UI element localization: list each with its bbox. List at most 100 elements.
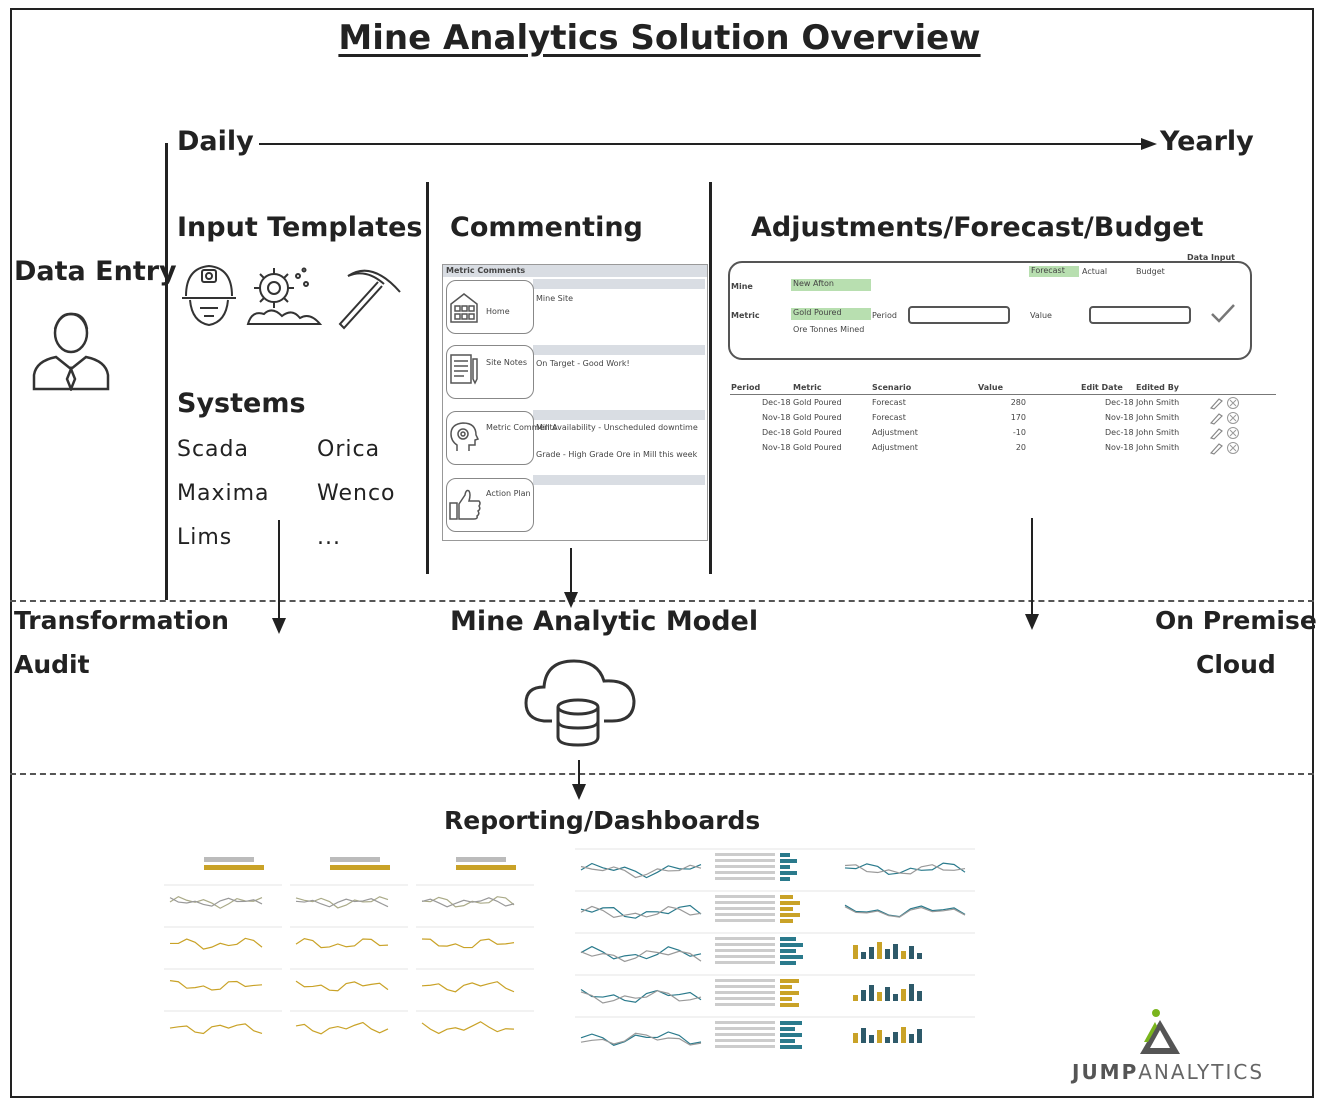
dash-bar xyxy=(780,913,800,917)
dash-bar xyxy=(885,949,890,959)
dash-table-row xyxy=(715,955,775,958)
dash-series-line xyxy=(580,945,702,960)
table-cell: 170 xyxy=(1010,413,1026,422)
dash-bar xyxy=(456,857,506,862)
value-input[interactable] xyxy=(1089,306,1191,324)
metric-value[interactable]: Ore Tonnes Mined xyxy=(793,325,865,334)
table-header-cell: Edit Date xyxy=(1081,383,1123,392)
metric-value[interactable]: Gold Poured xyxy=(791,308,871,320)
dash-series-line xyxy=(169,980,263,991)
table-cell: Forecast xyxy=(872,398,906,407)
dash-bar xyxy=(853,1033,858,1043)
dash-table-row xyxy=(715,1045,775,1048)
dash-table-row xyxy=(715,871,775,874)
comment-bar xyxy=(533,410,705,420)
dash-table-row xyxy=(715,853,775,856)
comment-card-label: Action Plan xyxy=(486,489,531,498)
dash-bar xyxy=(780,877,790,881)
dash-bar xyxy=(909,1034,914,1043)
dash-bar xyxy=(861,990,866,1001)
dash-bar xyxy=(780,985,792,989)
dash-bar xyxy=(917,1029,922,1043)
table-header-rule xyxy=(730,394,1276,395)
table-header-cell: Value xyxy=(978,383,1004,392)
dash-table-row xyxy=(715,1033,775,1036)
tab-budget[interactable]: Budget xyxy=(1136,267,1165,276)
dash-table-row xyxy=(715,859,775,862)
comment-text: On Target - Good Work! xyxy=(536,359,630,368)
input-templates-label: Input Templates xyxy=(177,212,423,243)
row-actions xyxy=(1209,442,1239,455)
comment-text: Grade - High Grade Ore in Mill this week xyxy=(536,450,698,459)
dash-series-line xyxy=(580,1032,702,1046)
dash-table-row xyxy=(715,865,775,868)
dash-bar xyxy=(780,943,803,947)
dash-series-line xyxy=(421,897,515,908)
comment-panel: Metric Comments Home Mine Site Site Note… xyxy=(442,264,708,541)
edit-pencil-icon xyxy=(1209,428,1223,440)
dash-bar xyxy=(780,871,797,875)
timeline-arrow xyxy=(259,138,1157,150)
dash-series-line xyxy=(169,1023,263,1035)
system-item: Wenco xyxy=(317,481,396,506)
model-label: Mine Analytic Model xyxy=(450,606,759,637)
dash-series-line xyxy=(580,905,702,918)
dash-table-row xyxy=(715,1021,775,1024)
data-input-header: Data Input xyxy=(1187,253,1235,262)
dash-series-line xyxy=(580,1031,702,1047)
checkmark-icon[interactable] xyxy=(1210,302,1236,324)
dash-table-row xyxy=(715,919,775,922)
table-cell: Gold Poured xyxy=(793,413,842,422)
comment-card-action-plan[interactable] xyxy=(446,478,534,532)
table-cell: Nov-18 xyxy=(762,413,791,422)
dash-bar xyxy=(780,961,796,965)
dash-bar xyxy=(877,992,882,1001)
comment-card-site-notes[interactable] xyxy=(446,345,534,399)
delete-circle-icon xyxy=(1227,427,1239,439)
gear-ore-icon xyxy=(246,267,323,325)
dash-series-line xyxy=(169,937,263,950)
delete-circle-icon xyxy=(1227,412,1239,424)
timeline-start-label: Daily xyxy=(177,126,254,157)
dashboard-thumbnail-2 xyxy=(575,848,975,1049)
dash-table-row xyxy=(715,1027,775,1030)
dash-table-row xyxy=(715,961,775,964)
arrow-comments-to-model xyxy=(564,548,578,608)
cloud-database-icon xyxy=(524,659,636,747)
dash-bar xyxy=(869,947,874,959)
row-actions xyxy=(1209,427,1239,440)
tab-actual[interactable]: Actual xyxy=(1082,267,1108,276)
person-icon xyxy=(32,312,110,391)
dash-series-line xyxy=(580,904,702,919)
dash-bar xyxy=(780,1021,802,1025)
dash-bar xyxy=(780,1033,802,1037)
table-cell: 20 xyxy=(1015,443,1026,452)
row-actions xyxy=(1209,412,1239,425)
mine-value[interactable]: New Afton xyxy=(791,279,871,291)
dash-series-line xyxy=(580,864,702,879)
dash-bar xyxy=(901,951,906,959)
dash-series-line xyxy=(844,862,966,875)
dash-bar xyxy=(780,901,800,905)
data-entry-label: Data Entry xyxy=(14,256,177,287)
dash-bar xyxy=(901,1027,906,1043)
dashed-separator-bottom xyxy=(10,773,1314,775)
data-input-form xyxy=(728,261,1252,360)
table-header-cell: Period xyxy=(731,383,761,392)
dash-series-line xyxy=(844,864,966,875)
jump-analytics-logo-icon xyxy=(1140,1009,1180,1054)
dash-bar xyxy=(780,895,793,899)
table-cell: Dec-18 xyxy=(1105,428,1134,437)
dash-bar xyxy=(901,989,906,1001)
building-icon xyxy=(450,293,478,323)
dash-series-line xyxy=(295,1021,389,1035)
tab-forecast[interactable]: Forecast xyxy=(1029,266,1079,277)
period-input[interactable] xyxy=(908,306,1010,324)
miner-helmet-icon xyxy=(182,264,236,327)
dash-series-line xyxy=(169,897,263,907)
divider-data-entry xyxy=(165,143,168,600)
comment-card-label: Metric Comments xyxy=(486,423,557,432)
delete-circle-icon xyxy=(1227,442,1239,454)
dash-series-line xyxy=(580,990,702,1004)
edit-pencil-icon xyxy=(1209,413,1223,425)
